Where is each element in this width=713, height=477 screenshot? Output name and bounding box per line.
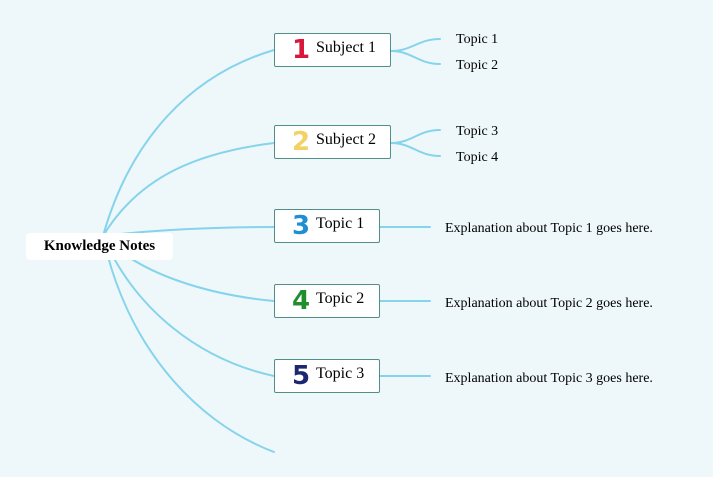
branch-label: Subject 2	[316, 131, 376, 148]
connector-root-empty-branch	[102, 235, 275, 453]
connector-root-subject-2	[102, 142, 275, 237]
branch-label: Topic 2	[316, 290, 365, 307]
number-badge-3: 3	[292, 211, 311, 241]
number-badge-1: 1	[292, 35, 311, 65]
explanation-topic-2[interactable]: Explanation about Topic 2 goes here.	[445, 296, 653, 311]
connector-subject-1-topic-1	[390, 38, 441, 52]
explanation-topic-3[interactable]: Explanation about Topic 3 goes here.	[445, 371, 653, 386]
root-node[interactable]: Knowledge Notes	[26, 233, 173, 260]
connector-subject-2-topic-4	[390, 142, 441, 157]
root-label: Knowledge Notes	[43, 238, 156, 254]
leaf-topic-2[interactable]: Topic 2	[456, 58, 499, 73]
explanation-topic-1[interactable]: Explanation about Topic 1 goes here.	[445, 221, 653, 236]
branch-label: Topic 1	[316, 215, 365, 232]
branch-node-topic-3[interactable]: 5 Topic 3	[274, 359, 380, 393]
number-badge-2: 2	[292, 127, 311, 157]
connector-subject-2-topic-3	[390, 129, 441, 144]
branch-node-subject-1[interactable]: 1 Subject 1	[274, 33, 391, 67]
number-badge-5: 5	[292, 361, 311, 391]
branch-node-subject-2[interactable]: 2 Subject 2	[274, 125, 391, 159]
leaf-topic-4[interactable]: Topic 4	[456, 150, 499, 165]
branch-node-topic-2[interactable]: 4 Topic 2	[274, 284, 380, 318]
branch-node-topic-1[interactable]: 3 Topic 1	[274, 209, 380, 243]
branch-label: Subject 1	[316, 39, 376, 56]
leaf-topic-1[interactable]: Topic 1	[456, 32, 499, 47]
leaf-topic-3[interactable]: Topic 3	[456, 124, 499, 139]
number-badge-4: 4	[292, 286, 311, 316]
connector-root-topic-3	[102, 235, 275, 377]
branch-label: Topic 3	[316, 365, 365, 382]
connector-root-subject-1	[102, 49, 275, 237]
connector-subject-1-topic-2	[390, 50, 441, 65]
